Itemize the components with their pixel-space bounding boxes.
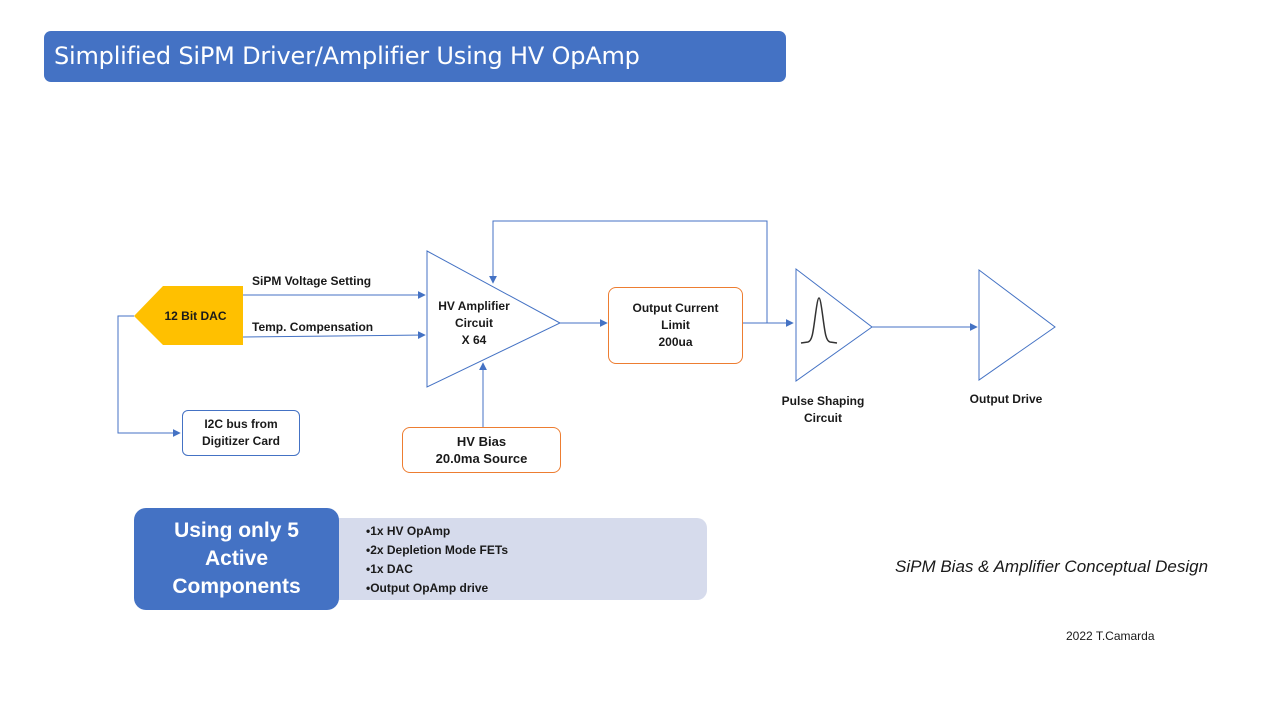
sipm-voltage-label: SiPM Voltage Setting	[252, 274, 372, 288]
hv-amplifier-label: HV Amplifier Circuit X 64	[424, 298, 524, 349]
output-drive-label: Output Drive	[969, 392, 1043, 406]
wire-temp-comp	[242, 331, 426, 340]
author-credit: 2022 T.Camarda	[1066, 629, 1155, 643]
hv-bias-line2: 20.0ma Source	[435, 451, 528, 466]
current-limit-line1: Output Current	[632, 301, 719, 315]
i2c-bus-box: I2C bus from Digitizer Card	[182, 410, 300, 456]
current-limit-line3: 200ua	[658, 335, 693, 349]
summary-heading-line2: Active	[204, 547, 268, 570]
dac-shape	[134, 286, 243, 345]
output-drive-triangle	[978, 269, 1056, 381]
list-item: 1x DAC	[366, 560, 508, 579]
hv-amplifier-line2: Circuit	[454, 316, 493, 330]
hv-bias-box: HV Bias 20.0ma Source	[402, 427, 561, 473]
hv-amplifier-triangle	[426, 250, 562, 388]
wire-feedback	[489, 220, 768, 323]
temp-compensation-label: Temp. Compensation	[252, 320, 374, 334]
pulse-shaping-label: Pulse Shaping Circuit	[768, 393, 878, 427]
summary-heading-line1: Using only 5	[174, 519, 299, 542]
hv-amplifier-line3: X 64	[461, 333, 487, 347]
summary-heading: Using only 5 Active Components	[134, 508, 339, 610]
current-limit-line2: Limit	[661, 318, 690, 332]
list-item: 2x Depletion Mode FETs	[366, 541, 508, 560]
summary-heading-line3: Components	[172, 575, 301, 598]
output-current-limit-box: Output Current Limit 200ua	[608, 287, 743, 364]
list-item: Output OpAmp drive	[366, 579, 508, 598]
list-item: 1x HV OpAmp	[366, 522, 508, 541]
hv-amplifier-line1: HV Amplifier	[438, 299, 510, 313]
pulse-icon	[800, 297, 838, 344]
hv-bias-line1: HV Bias	[456, 434, 507, 449]
summary-list: 1x HV OpAmp 2x Depletion Mode FETs 1x DA…	[366, 522, 508, 598]
i2c-line1: I2C bus from	[204, 417, 278, 431]
pulse-shaping-line2: Circuit	[803, 411, 842, 425]
pulse-shaping-triangle	[795, 267, 873, 382]
page-title: Simplified SiPM Driver/Amplifier Using H…	[44, 31, 786, 82]
i2c-line2: Digitizer Card	[201, 434, 280, 448]
pulse-shaping-line1: Pulse Shaping	[781, 394, 865, 408]
design-caption: SiPM Bias & Amplifier Conceptual Design	[895, 557, 1209, 576]
dac-label: 12 Bit DAC	[164, 309, 227, 323]
wire-i2c	[117, 315, 181, 437]
